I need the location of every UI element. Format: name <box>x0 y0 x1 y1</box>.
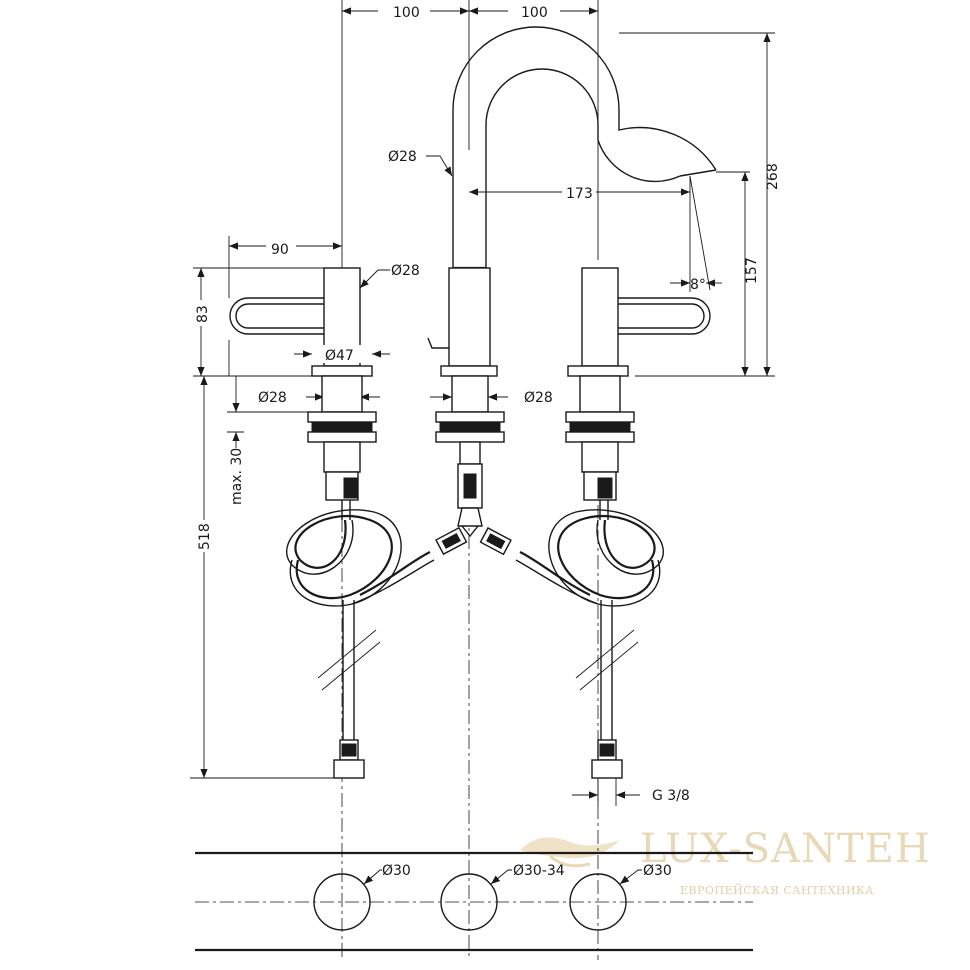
dim-shank-left: Ø28 <box>258 390 380 406</box>
dim-label-spout-dia: Ø28 <box>388 149 417 165</box>
dim-label-hole-center: Ø30-34 <box>513 863 565 879</box>
dim-label-thread: G 3/8 <box>652 788 690 804</box>
valve-body-center <box>435 375 505 527</box>
dim-thread: G 3/8 <box>572 778 690 806</box>
dim-heights: 157 268 <box>619 32 781 377</box>
dim-top: 100 100 <box>342 2 598 21</box>
dim-handle-reach: 90 <box>228 236 342 298</box>
dim-handle-dia: Ø28 <box>359 263 420 289</box>
watermark: LUX-SANTEH ЕВРОПЕЙСКАЯ САНТЕХНИКА <box>520 826 931 897</box>
dim-label-spout-height: 268 <box>765 163 781 190</box>
dim-shank-center: Ø28 <box>430 390 553 406</box>
right-handle <box>567 267 711 377</box>
dim-label-handle-dia: Ø28 <box>391 263 420 279</box>
dim-holes: Ø30 Ø30-34 Ø30 <box>363 863 672 885</box>
dim-handle-height: 83 <box>192 267 324 377</box>
dim-label-shank-center: Ø28 <box>524 390 553 406</box>
dim-label-handle-reach: 90 <box>271 242 289 258</box>
watermark-brand: LUX-SANTEH <box>640 826 931 872</box>
dim-label-handle-height: 83 <box>195 305 211 323</box>
dim-label-max-thickness: max. 30 <box>229 448 245 505</box>
hoses <box>286 509 664 779</box>
dim-base-dia: Ø47 <box>294 345 390 364</box>
hole-plan <box>195 851 753 952</box>
valve-body-left <box>307 375 377 520</box>
dim-label-base-dia: Ø47 <box>325 348 354 364</box>
dim-label-hole-left: Ø30 <box>382 863 411 879</box>
dim-label-100-right: 100 <box>521 5 548 21</box>
dim-label-outlet-height: 157 <box>744 257 760 284</box>
dim-label-shank-left: Ø28 <box>258 390 287 406</box>
dim-spout-dia: Ø28 <box>388 149 453 177</box>
dim-label-total-length: 518 <box>197 523 213 550</box>
dim-reach: 173 8° <box>469 175 722 293</box>
dim-label-hole-right: Ø30 <box>643 863 672 879</box>
dim-label-angle: 8° <box>690 277 706 293</box>
dim-label-reach: 173 <box>566 186 593 202</box>
dim-label-100-left: 100 <box>393 5 420 21</box>
watermark-tagline: ЕВРОПЕЙСКАЯ САНТЕХНИКА <box>680 883 874 897</box>
spout <box>427 26 717 377</box>
watermark-logo-icon <box>520 837 620 868</box>
valve-body-right <box>565 375 635 520</box>
dim-under-counter: max. 30 518 <box>190 376 334 779</box>
